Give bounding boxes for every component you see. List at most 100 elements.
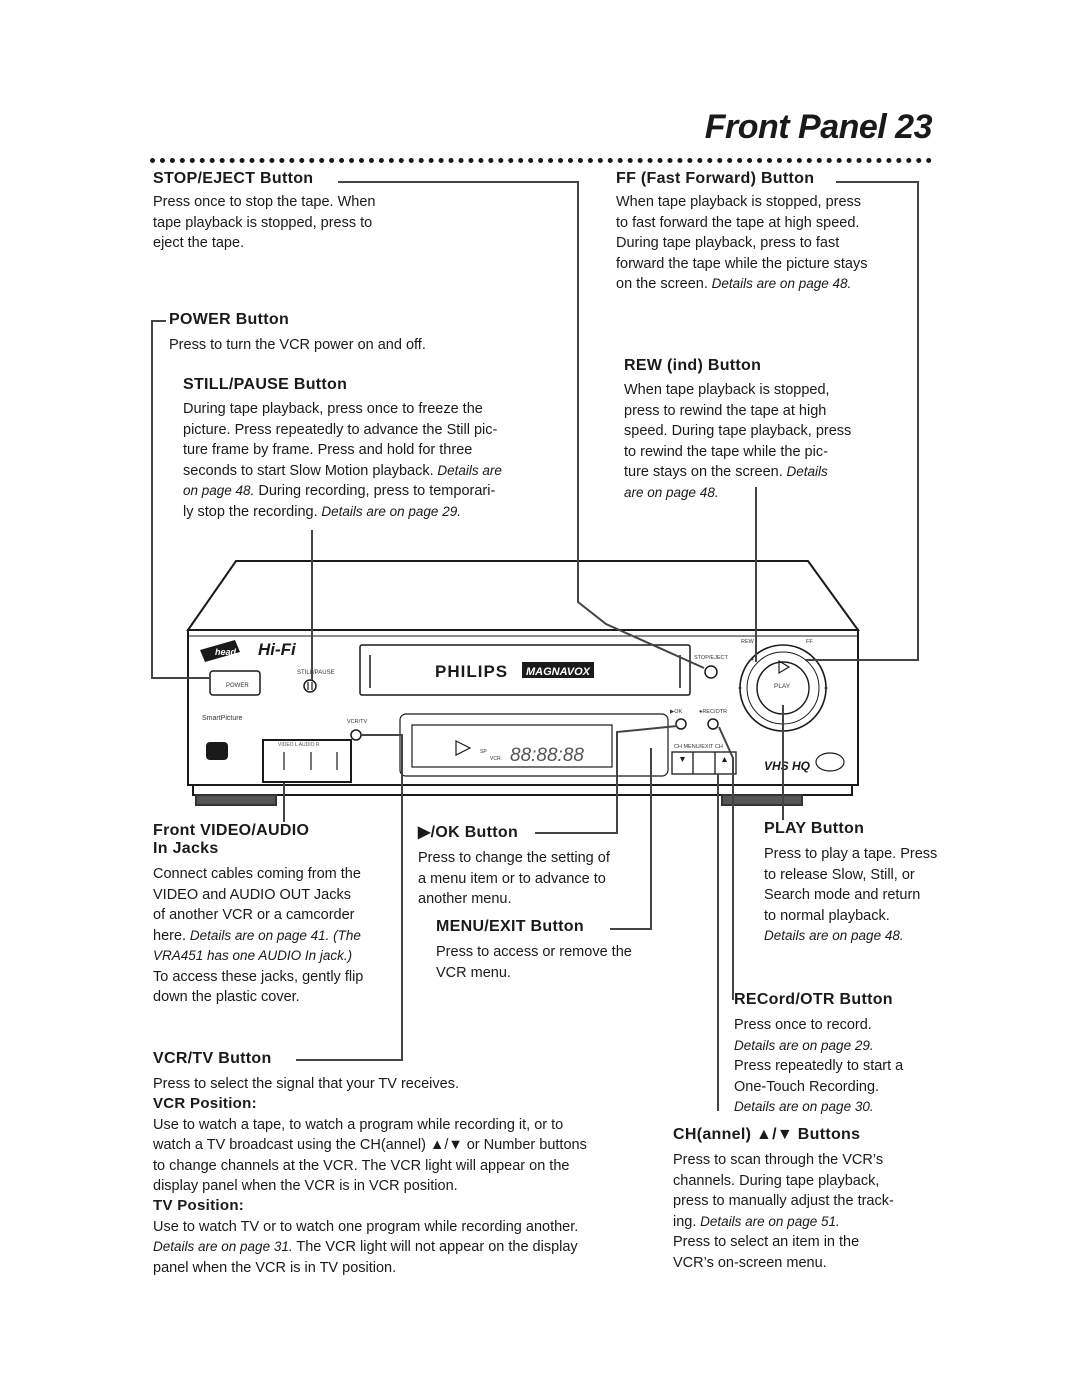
stop-eject-line-2: tape playback is stopped, press to [153, 214, 373, 231]
stop-eject-heading: STOP/EJECT Button [153, 170, 314, 187]
ff-line-5-text: on the screen. [616, 276, 708, 292]
front-av-line-4-ref: Details are on page 41. (The [186, 927, 361, 943]
still-pause-line-6-ref: Details are on page 29. [317, 503, 461, 519]
still-pause-section: STILL/PAUSE Button During tape playback,… [183, 376, 502, 522]
rec-otr-heading: RECord/OTR Button [734, 991, 893, 1008]
vcr-tv-button [350, 729, 362, 741]
play-triangle-icon [778, 659, 791, 675]
channel-line-1: Press to scan through the VCR’s [673, 1152, 884, 1168]
vcr-still-pause-label: STILL/PAUSE [297, 670, 335, 676]
still-pause-line-4: seconds to start Slow Motion playback. D… [183, 461, 502, 482]
vcr-position-line-1: Use to watch a tape, to watch a program … [153, 1116, 564, 1133]
power-heading: POWER Button [169, 311, 290, 328]
ff-line-2: to fast forward the tape at high speed. [616, 214, 860, 231]
vcr-stop-eject-button [704, 665, 718, 679]
still-pause-line-5-ref: on page 48. [183, 483, 255, 498]
tv-position-line-1: Use to watch TV or to watch one program … [153, 1218, 579, 1235]
menu-exit-heading: MENU/EXIT Button [436, 918, 584, 935]
play-line-1: Press to play a tape. Press [764, 846, 938, 862]
front-av-section: Front VIDEO/AUDIO In Jacks Connect cable… [153, 822, 363, 1008]
ok-heading: ▶/OK Button [418, 824, 519, 841]
play-section: PLAY Button Press to play a tape. Press … [764, 820, 937, 947]
front-av-line-2: VIDEO and AUDIO OUT Jacks [153, 886, 351, 903]
rec-otr-ref-2: Details are on page 30. [734, 1099, 874, 1114]
play-line-3: Search mode and return [764, 887, 921, 903]
vcr-plus-logo [206, 742, 228, 760]
rew-line-2: press to rewind the tape at high [624, 402, 827, 419]
ff-line-3: During tape playback, press to fast [616, 235, 840, 251]
hifi-text: Hi-Fi [258, 640, 297, 659]
vcr-power-label: POWER [226, 683, 249, 689]
still-pause-line-6: ly stop the recording. Details are on pa… [183, 502, 502, 523]
vcr-tv-section: VCR/TV Button Press to select the signal… [153, 1050, 587, 1278]
hifi-badge: head Hi-Fi [200, 640, 297, 662]
vcr-rec-button [707, 718, 719, 730]
vcr-ch-menu-buttons [671, 751, 737, 775]
front-av-heading-2: In Jacks [153, 840, 219, 857]
ok-line-3: another menu. [418, 891, 512, 907]
vcr-ch-menu-label: CH MENU/EXIT CH [674, 744, 723, 750]
stop-eject-line-1: Press once to stop the tape. When [153, 194, 376, 210]
ff-line-5: on the screen. Details are on page 48. [616, 274, 867, 295]
rec-otr-line-2: Press repeatedly to start a [734, 1058, 904, 1074]
rew-line-1: When tape playback is stopped, [624, 382, 830, 398]
rew-line-3: speed. During tape playback, press [624, 423, 852, 439]
magnavox-badge [522, 662, 594, 678]
front-av-line-3: of another VCR or a camcorder [153, 907, 355, 923]
power-line-1: Press to turn the VCR power on and off. [169, 337, 426, 353]
vcr-play-label: PLAY [774, 683, 791, 690]
ok-line-2: a menu item or to advance to [418, 870, 606, 887]
display-vcr: VCR [490, 756, 501, 762]
front-av-line-7: down the plastic cover. [153, 989, 300, 1005]
vcr-still-pause-button [303, 679, 317, 693]
stop-eject-section: STOP/EJECT Button Press once to stop the… [153, 170, 375, 254]
ff-line-1: When tape playback is stopped, press [616, 194, 862, 210]
play-heading: PLAY Button [764, 820, 865, 837]
vcr-ok-label: ▶OK [670, 709, 683, 715]
philips-logo: PHILIPS [435, 662, 508, 681]
tv-position-ref: Details are on page 31. [153, 1239, 293, 1254]
vcr-tv-small-label: VCR/TV [347, 719, 368, 725]
still-pause-line-5: on page 48. During recording, press to t… [183, 481, 502, 502]
still-pause-line-3: ture frame by frame. Press and hold for … [183, 442, 473, 458]
channel-line-4-ref: Details are on page 51. [696, 1213, 840, 1229]
vcr-ok-button [675, 718, 687, 730]
front-av-line-1: Connect cables coming from the [153, 866, 361, 882]
vcr-position-heading: VCR Position: [153, 1094, 257, 1112]
vcr-power-button [209, 670, 261, 696]
channel-line-4: ing. Details are on page 51. [673, 1212, 894, 1233]
ff-line-5-ref: Details are on page 48. [707, 276, 852, 291]
vcr-rew-label: REW [741, 639, 755, 645]
play-line-2: to release Slow, Still, or [764, 866, 915, 883]
stop-eject-line-3: eject the tape. [153, 235, 245, 251]
rew-section: REW (ind) Button When tape playback is s… [624, 357, 851, 503]
tv-position-heading: TV Position: [153, 1196, 245, 1214]
magnavox-logo: MAGNAVOX [526, 666, 591, 678]
front-av-line-6: To access these jacks, gently flip [153, 968, 364, 985]
play-ref: Details are on page 48. [764, 928, 904, 943]
front-av-line-4: here. Details are on page 41. (The [153, 926, 363, 947]
vcr-smartpicture-label: SmartPicture [202, 715, 243, 722]
channel-section: CH(annel) ▲/▼ Buttons Press to scan thro… [673, 1126, 894, 1273]
jack-cover: VIDEO L AUDIO R [262, 739, 352, 783]
rec-otr-line-1: Press once to record. [734, 1017, 872, 1033]
ok-line-1: Press to change the setting of [418, 850, 610, 866]
still-pause-heading: STILL/PAUSE Button [183, 376, 348, 393]
leader-lines [151, 181, 919, 1111]
ch-up-icon [722, 757, 727, 762]
front-av-line-4-text: here. [153, 927, 187, 944]
rew-line-5: ture stays on the screen. Details [624, 462, 851, 483]
ok-section: ▶/OK Button Press to change the setting … [418, 822, 610, 910]
channel-line-2: channels. During tape playback, [673, 1172, 880, 1189]
ff-heading: FF (Fast Forward) Button [616, 170, 815, 187]
still-pause-line-6-text: ly stop the recording. [183, 503, 318, 520]
rec-otr-ref-1: Details are on page 29. [734, 1037, 874, 1053]
still-pause-line-4-ref: Details are [433, 462, 502, 478]
front-av-line-5-ref: VRA451 has one AUDIO In jack.) [153, 948, 353, 963]
vcr-tv-line-1: Press to select the signal that your TV … [153, 1076, 459, 1092]
jacks-label: VIDEO L AUDIO R [278, 742, 320, 748]
rew-heading: REW (ind) Button [624, 357, 762, 374]
front-av-heading-1: Front VIDEO/AUDIO [153, 822, 310, 839]
ff-section: FF (Fast Forward) Button When tape playb… [616, 170, 867, 295]
